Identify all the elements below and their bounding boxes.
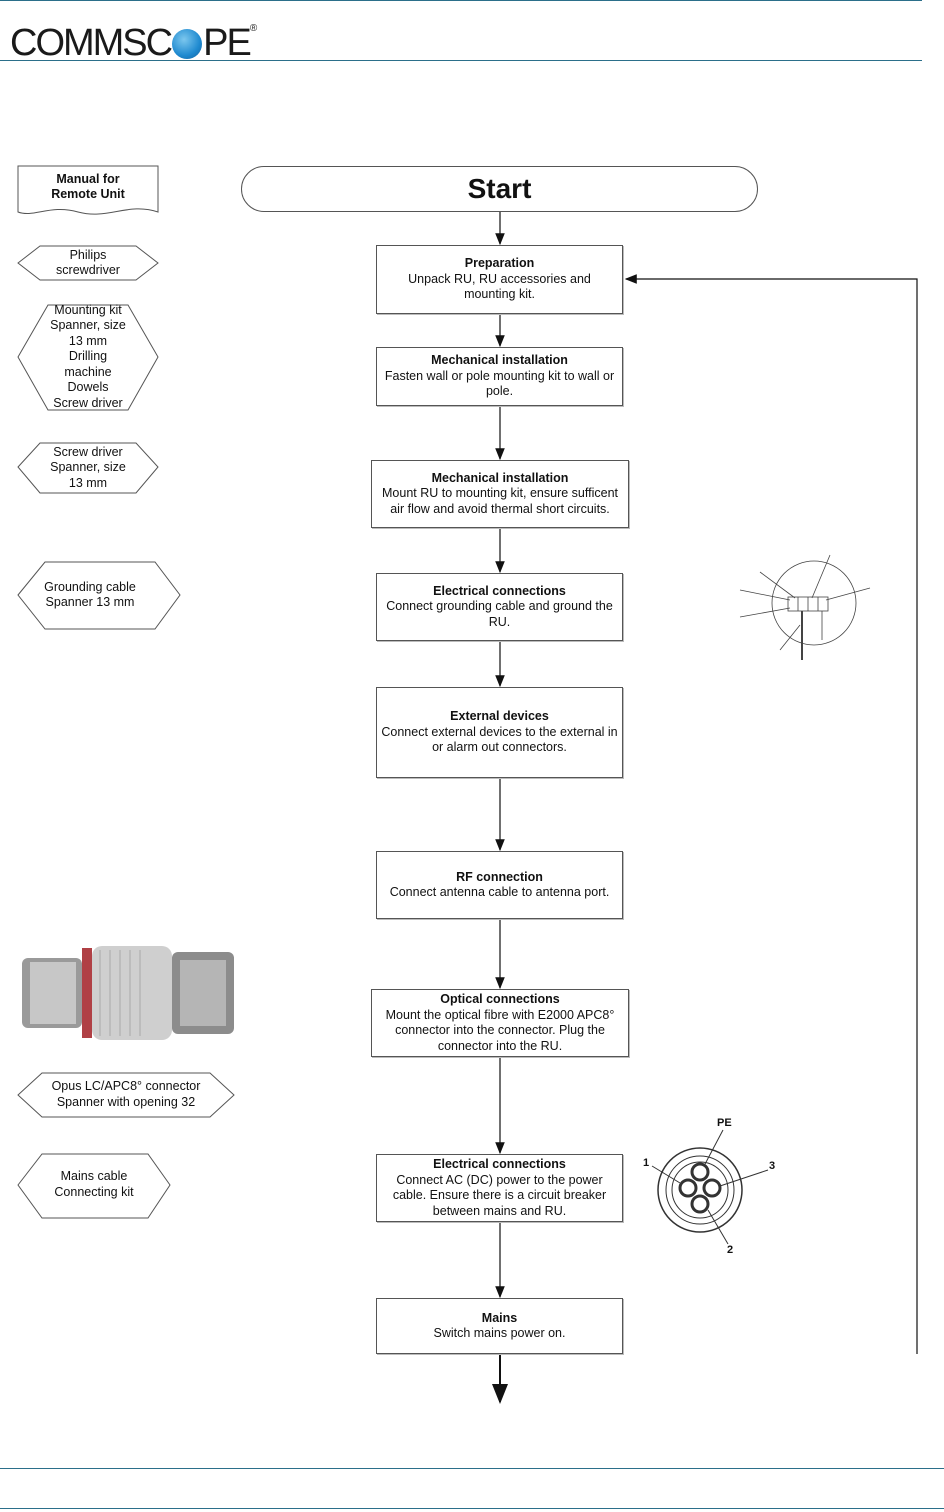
step-electrical-grounding: Electrical connections Connect grounding… [376, 573, 623, 641]
philips-resource: Philips screwdriver [18, 246, 158, 280]
manual-document-shape [17, 165, 159, 215]
mounting-resource: Mounting kit Spanner, size 13 mm Drillin… [18, 303, 158, 410]
resource-line: Grounding cable [44, 580, 136, 594]
loop-back-line [624, 274, 918, 1354]
pin-label-3: 3 [769, 1160, 776, 1172]
step-text: Switch mains power on. [433, 1326, 566, 1340]
step-external-devices: External devices Connect external device… [376, 687, 623, 778]
resource-line: Spanner 13 mm [45, 595, 135, 609]
resource-line: Opus LC/APC8° connector [51, 1079, 201, 1093]
manual-document: Manual for Remote Unit [18, 166, 158, 216]
resource-line: Spanner with opening 32 [56, 1095, 196, 1109]
logo-text-pre: COMMSC [10, 22, 173, 64]
resource-line: Mains cable [60, 1169, 128, 1183]
step-title: Mains [481, 1310, 518, 1325]
step-title: Optical connections [440, 992, 560, 1006]
step-rf-connection: RF connection Connect antenna cable to a… [376, 851, 623, 919]
registered-mark: ® [249, 23, 258, 34]
header-bottom-line [0, 60, 922, 61]
screwdriver-hex [17, 442, 159, 494]
mounting-hex [17, 304, 159, 411]
footer-bottom-line [0, 1508, 944, 1509]
resource-line: Spanner, size [50, 460, 126, 474]
step-preparation: Preparation Unpack RU, RU accessories an… [376, 245, 623, 314]
globe-icon [172, 29, 203, 59]
resource-line: Drilling [68, 349, 108, 363]
philips-hex [17, 245, 159, 281]
mains-resource: Mains cable Connecting kit [18, 1154, 170, 1218]
step-text: Connect external devices to the external… [381, 724, 618, 755]
resource-line: Dowels [67, 380, 109, 394]
grounding-hex [17, 561, 181, 630]
resource-line: Spanner, size [50, 318, 126, 332]
step-title: Mechanical installation [431, 353, 568, 368]
pin-label-1: 1 [643, 1157, 650, 1169]
start-terminal: Start [241, 166, 758, 212]
footer-top-line [0, 1468, 944, 1469]
resource-line: 13 mm [68, 476, 108, 490]
step-mechanical-installation-1: Mechanical installation Fasten wall or p… [376, 347, 623, 406]
grounding-detail-illustration [739, 554, 871, 660]
step-title: Electrical connections [433, 1157, 566, 1171]
commscope-logo: COMMSC PE® [10, 6, 257, 66]
opus-hex [17, 1072, 235, 1118]
step-title: Electrical connections [433, 583, 566, 598]
resource-line: Screw driver [53, 445, 123, 459]
step-title: External devices [450, 709, 549, 724]
step-title: Mechanical installation [431, 470, 569, 485]
resource-line: screwdriver [56, 263, 120, 277]
opus-resource: Opus LC/APC8° connector Spanner with ope… [18, 1073, 234, 1117]
step-mechanical-installation-2: Mechanical installation Mount RU to moun… [371, 460, 629, 528]
pin-label-2: 2 [727, 1244, 734, 1256]
step-text: Mount the optical fibre with E2000 APC8°… [385, 1007, 615, 1053]
grounding-resource: Grounding cable Spanner 13 mm [18, 562, 180, 629]
resource-line: Mounting kit [54, 303, 122, 317]
mains-hex [17, 1153, 171, 1219]
resource-line: 13 mm [68, 334, 108, 348]
header-top-line [0, 0, 922, 1]
step-mains: Mains Switch mains power on. [376, 1298, 623, 1354]
step-electrical-power: Electrical connections Connect AC (DC) p… [376, 1154, 623, 1222]
step-text: Connect antenna cable to antenna port. [389, 885, 610, 899]
logo-text-post: PE [203, 22, 252, 64]
step-text: Unpack RU, RU accessories and mounting k… [408, 271, 591, 302]
step-title: RF connection [456, 869, 543, 884]
resource-line: Philips [69, 248, 107, 262]
manual-label: Manual for Remote Unit [51, 172, 125, 201]
step-text: Connect grounding cable and ground the R… [386, 599, 613, 629]
power-pin-diagram [651, 1129, 769, 1245]
step-text: Fasten wall or pole mounting kit to wall… [384, 368, 615, 399]
pin-label-pe: PE [717, 1117, 732, 1129]
optical-connector-image [22, 946, 234, 1040]
resource-line: machine [64, 365, 112, 379]
resource-line: Connecting kit [54, 1185, 134, 1199]
step-title: Preparation [464, 256, 535, 271]
resource-line: Screw driver [53, 396, 123, 410]
step-optical-connections: Optical connections Mount the optical fi… [371, 989, 629, 1057]
screwdriver-resource: Screw driver Spanner, size 13 mm [18, 443, 158, 493]
step-text: Mount RU to mounting kit, ensure suffice… [382, 486, 618, 516]
step-text: Connect AC (DC) power to the power cable… [392, 1172, 607, 1218]
